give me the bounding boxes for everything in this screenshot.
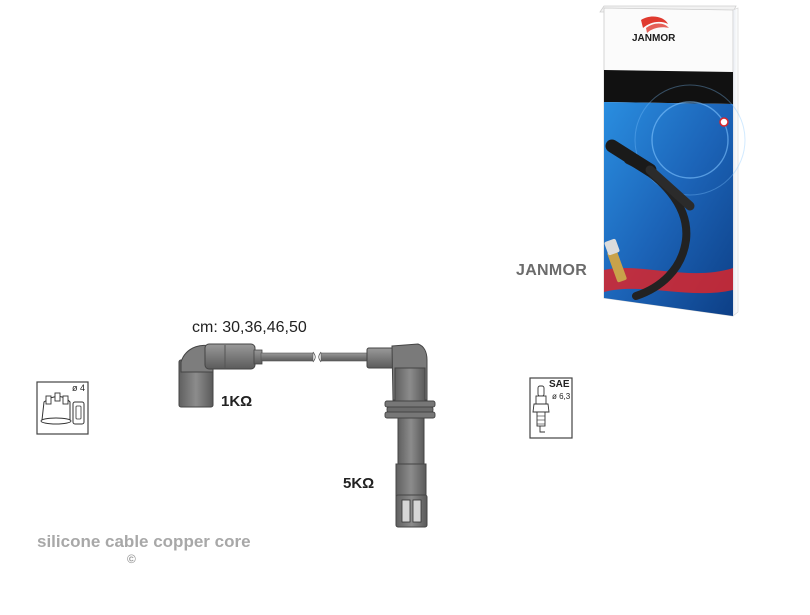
janmor-logo-icon [641, 16, 669, 33]
spark-plug-icon [529, 377, 573, 439]
distributor-diameter-label: ø 4 [72, 383, 86, 393]
cable-lengths-label: cm: 30,36,46,50 [192, 319, 307, 336]
distributor-cap-icon [36, 381, 89, 435]
material-note: silicone cable copper core [37, 532, 251, 551]
brand-label: JANMOR [516, 262, 588, 279]
spark-plug-thread-label: ø 6,3 [552, 392, 571, 401]
spark-plug-standard-label: SAE [549, 379, 570, 390]
resistance-2-label: 5KΩ [343, 475, 375, 492]
cable-wire [260, 351, 372, 363]
cable-right-boot [366, 343, 436, 528]
resistance-1-label: 1KΩ [221, 393, 253, 410]
product-box [599, 5, 746, 317]
box-logo-text: JANMOR [632, 33, 676, 44]
copyright-mark: © [127, 552, 136, 566]
cable-left-boot [178, 343, 263, 408]
